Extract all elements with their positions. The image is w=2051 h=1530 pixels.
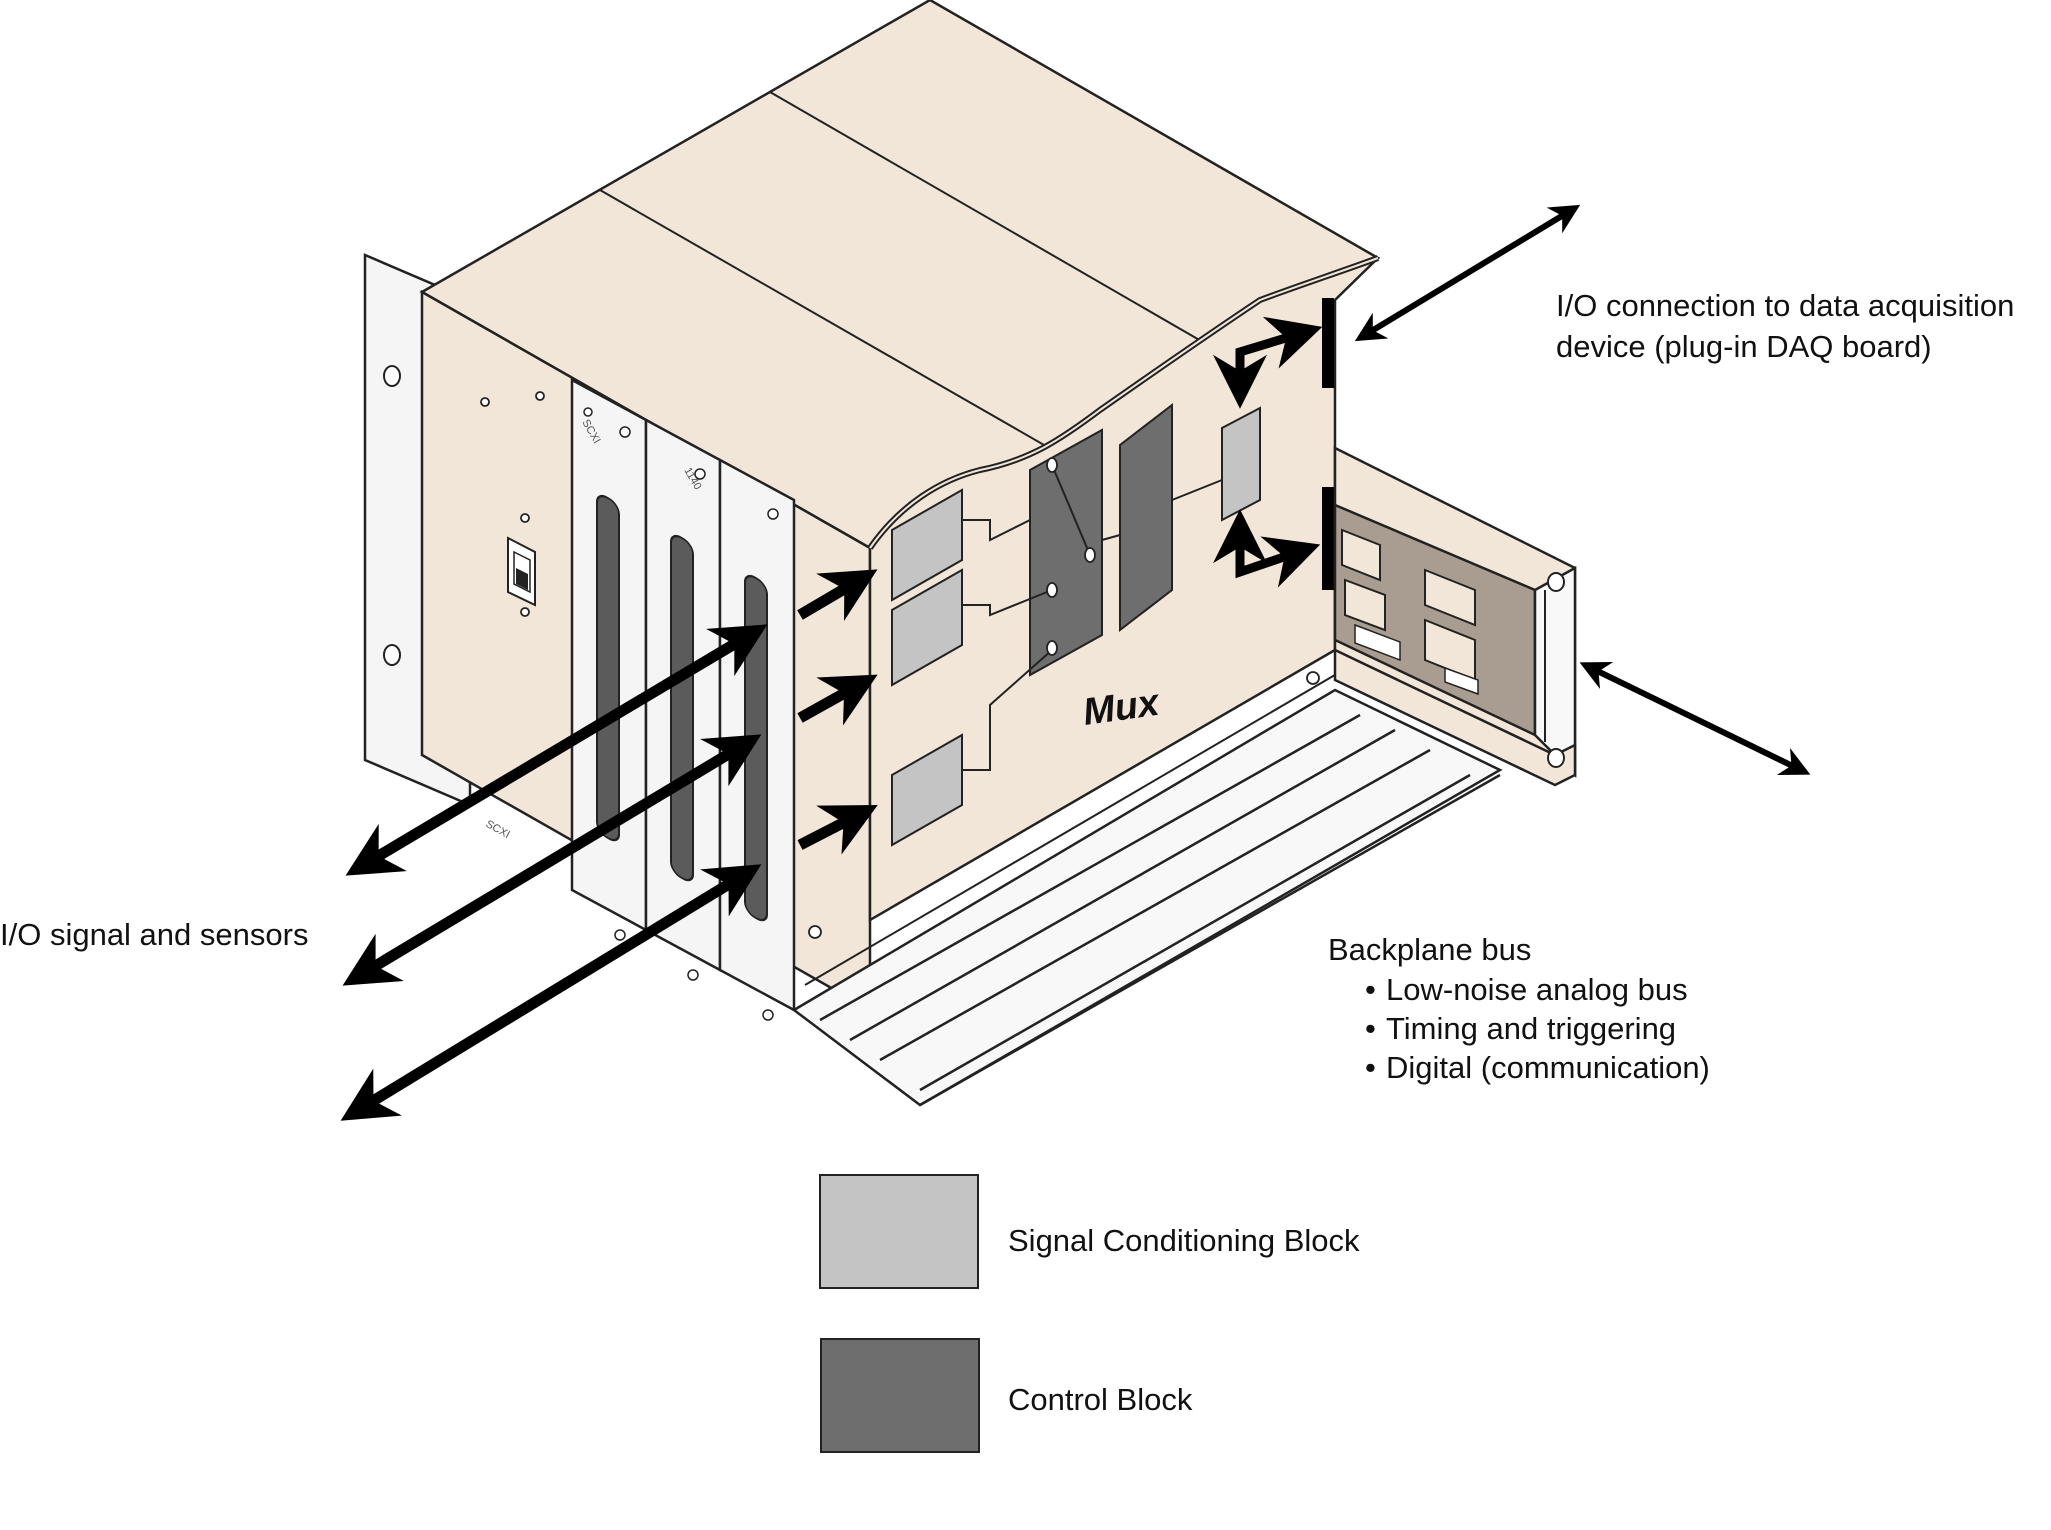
power-switch-icon[interactable]: [507, 536, 536, 607]
module-output-arrow-3: [797, 804, 878, 855]
module-screw-icon: [614, 929, 626, 941]
drawer-screw-icon: [1547, 572, 1565, 592]
board-chip: [1341, 528, 1381, 582]
module-screw-icon: [767, 508, 779, 520]
flange-hole-icon: [383, 365, 401, 387]
board-label: [1444, 666, 1479, 696]
signal-conditioning-block: [891, 568, 963, 687]
daq-board-drawer: [1333, 445, 1577, 787]
chassis-brand-label: SCXI: [484, 818, 512, 841]
backplane-bullet: •: [1365, 972, 1376, 1007]
drawer-screw-icon: [1547, 748, 1565, 768]
front-screw-icon: [520, 513, 530, 523]
cutaway-screw-icon: [808, 925, 822, 939]
module-screw-icon: [687, 969, 699, 981]
internal-wiring: [962, 464, 1223, 771]
daq-connection-arrow: [1354, 204, 1581, 342]
top-seam: [769, 91, 1261, 376]
mux-control-block: [1029, 428, 1103, 677]
front-screw-icon: [535, 391, 545, 401]
module-screw-icon: [583, 407, 593, 417]
io-connection-label-line2: device (plug-in DAQ board): [1556, 329, 1932, 364]
signal-conditioning-block: [891, 488, 963, 602]
module-screw-icon: [762, 1009, 774, 1021]
module-output-arrow-1: [797, 569, 878, 622]
mux-switch-node: [1046, 582, 1058, 598]
module-screw-icon: [619, 426, 631, 438]
board-label: [1354, 623, 1401, 662]
backplane-title: Backplane bus: [1328, 932, 1531, 967]
legend-label-control: Control Block: [1008, 1382, 1193, 1417]
chassis-cutaway: Mux: [808, 255, 1380, 939]
cutaway-screw-icon: [1306, 671, 1320, 685]
legend-label-signal-conditioning: Signal Conditioning Block: [1008, 1223, 1360, 1258]
module-output-arrow-2: [797, 674, 878, 726]
flange-hole-icon: [383, 644, 401, 666]
internal-arrow-down: [1213, 509, 1321, 588]
io-signal-arrow-3: [340, 864, 762, 1121]
top-seam: [599, 189, 1106, 481]
internal-arrow-up: [1213, 316, 1323, 409]
backplane-bullet: •: [1365, 1050, 1376, 1085]
signal-conditioning-block: [1221, 406, 1261, 522]
io-signals-label: I/O signal and sensors: [0, 917, 308, 952]
mux-switch-node: [1084, 547, 1096, 563]
backplane-item-2: Timing and triggering: [1386, 1011, 1676, 1046]
legend-swatch-control: [820, 1338, 980, 1453]
module-screw-icon: [694, 468, 706, 480]
control-block: [1119, 402, 1173, 633]
signal-conditioning-block: [891, 733, 963, 847]
module-3: [718, 457, 796, 1021]
mux-switch-node: [1046, 640, 1058, 656]
external-arrows: [340, 204, 1811, 1121]
board-chip: [1344, 578, 1386, 632]
board-chip: [1424, 568, 1476, 627]
legend: Signal Conditioning Block Control Block: [819, 1174, 1360, 1453]
mux-switch-node: [1046, 457, 1058, 473]
backplane-item-3: Digital (communication): [1386, 1050, 1710, 1085]
backplane-bullet: •: [1365, 1011, 1376, 1046]
drawer-arrow: [1579, 662, 1811, 775]
module-1: SCXI: [570, 377, 648, 941]
legend-swatch-signal-conditioning: [819, 1174, 979, 1289]
front-screw-icon: [520, 607, 530, 617]
io-connection-label-line1: I/O connection to data acquisition: [1556, 288, 2014, 323]
front-screw-icon: [480, 397, 490, 407]
chassis-base: [791, 671, 1503, 1107]
backplane-item-1: Low-noise analog bus: [1386, 972, 1688, 1007]
